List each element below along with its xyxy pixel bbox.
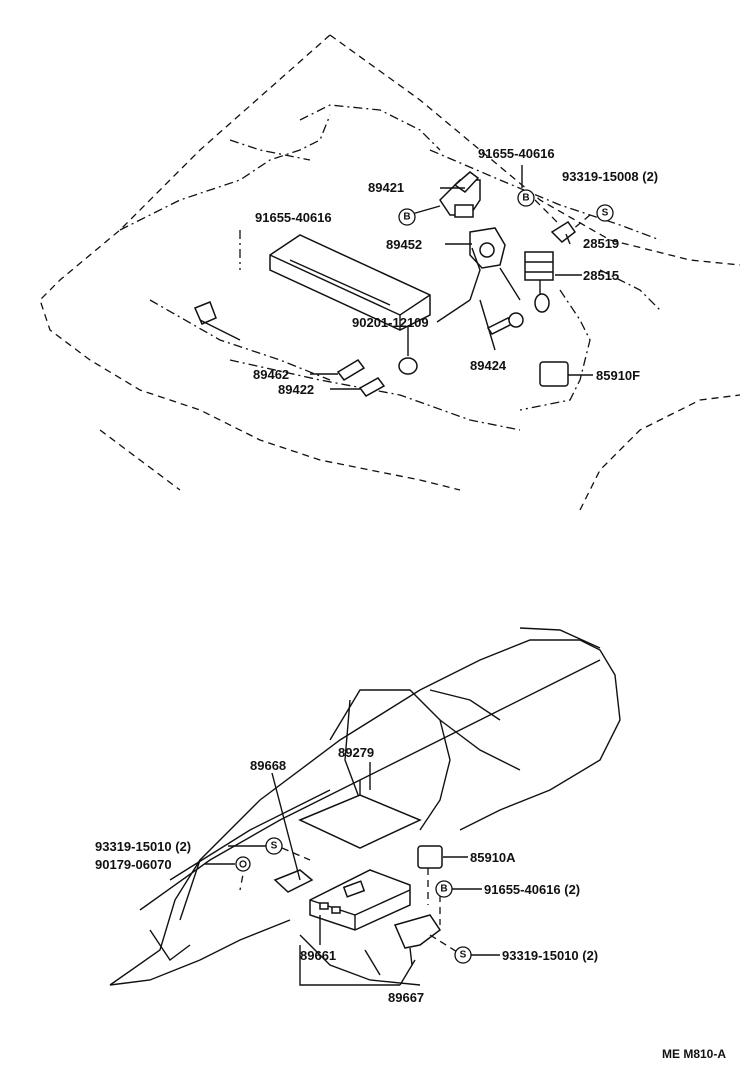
label-93319-15008: 93319-15008 (2): [562, 169, 658, 184]
bracket-89668: [273, 869, 314, 893]
relay-85910A: [417, 845, 443, 869]
bracket-89667: [393, 914, 442, 966]
label-89424: 89424: [470, 358, 507, 373]
sensor-89424: [486, 312, 524, 335]
label-90179-06070: 90179-06070: [95, 857, 172, 872]
bracket-28519: [550, 220, 577, 243]
sensor-89422: [358, 377, 386, 397]
leader-lines-bottom: [205, 762, 500, 986]
label-85910F: 85910F: [596, 368, 640, 383]
label-89462: 89462: [253, 367, 289, 382]
dashboard-outline: [109, 627, 621, 986]
label-89668: 89668: [250, 758, 286, 773]
clip-90201: [398, 357, 418, 375]
svg-text:S: S: [602, 208, 609, 219]
panel-89279: [298, 780, 422, 849]
relay-85910F: [539, 361, 569, 387]
label-28519: 28519: [583, 236, 619, 251]
engine-bay-outline: [39, 34, 741, 511]
label-91655-40616-left: 91655-40616: [255, 210, 332, 225]
sensor-89452: [469, 227, 506, 269]
bolt-symbol-top: B: [517, 189, 535, 207]
label-89422: 89422: [278, 382, 314, 397]
label-89452: 89452: [386, 237, 422, 252]
label-28515: 28515: [583, 268, 619, 283]
nut-symbol: [235, 856, 251, 872]
connector-28515: [524, 251, 554, 313]
screw-symbol-left: S: [265, 837, 283, 855]
svg-text:B: B: [440, 884, 447, 895]
sensor-89462: [336, 359, 366, 381]
diagram-code: ME M810-A: [662, 1047, 726, 1061]
label-90201-12109: 90201-12109: [352, 315, 429, 330]
label-93319-15010-left: 93319-15010 (2): [95, 839, 191, 854]
screw-symbol-right: S: [454, 946, 472, 964]
svg-text:B: B: [403, 212, 410, 223]
svg-text:B: B: [522, 193, 529, 204]
label-85910A: 85910A: [470, 850, 516, 865]
label-89421: 89421: [368, 180, 404, 195]
label-89667: 89667: [388, 990, 424, 1005]
module-89661: [309, 869, 411, 931]
screw-symbol-top: S: [596, 204, 614, 222]
svg-text:S: S: [271, 841, 278, 852]
label-91655-40616-2: 91655-40616 (2): [484, 882, 580, 897]
sensor-89421: [439, 171, 481, 218]
label-89661: 89661: [300, 948, 336, 963]
side-bracket: [194, 301, 217, 325]
bolt-symbol-left: B: [398, 208, 416, 226]
svg-text:S: S: [460, 950, 467, 961]
leader-lines-top: [199, 165, 593, 390]
bolt-symbol-bottom: B: [435, 880, 453, 898]
label-93319-15010-right: 93319-15010 (2): [502, 948, 598, 963]
label-91655-40616-top: 91655-40616: [478, 146, 555, 161]
battery: [269, 234, 431, 331]
label-89279: 89279: [338, 745, 374, 760]
